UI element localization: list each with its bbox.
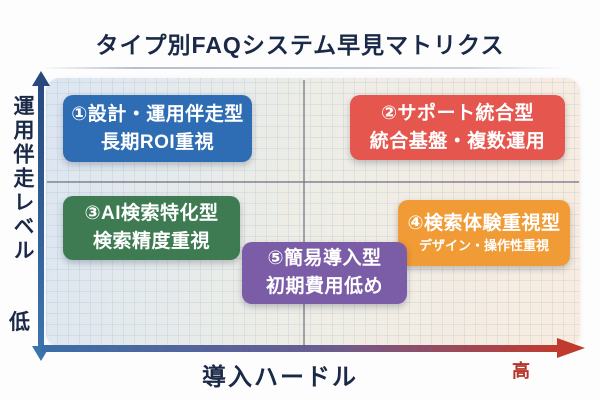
box-title: ①設計・運用伴走型 <box>71 103 244 125</box>
quadrant-divider-vertical <box>303 80 305 346</box>
box-title: ②サポート統合型 <box>380 102 535 124</box>
matrix-box-search-experience-type: ④検索体験重視型 デザイン・操作性重視 <box>398 200 570 266</box>
x-axis-high-label: 高 <box>512 361 530 381</box>
box-subtitle: 初期費用低め <box>265 276 383 297</box>
matrix-box-ai-search-type: ③AI検索特化型 検索精度重視 <box>63 196 240 260</box>
box-title: ⑤簡易導入型 <box>267 248 382 270</box>
box-title: ④検索体験重視型 <box>407 212 561 234</box>
matrix-box-design-operation-type: ①設計・運用伴走型 長期ROI重視 <box>63 95 252 162</box>
x-axis-arrow-right-icon <box>557 338 585 358</box>
quadrant-divider-horizontal <box>47 181 579 183</box>
y-axis-line <box>38 84 44 348</box>
y-axis-low-label: 低 <box>9 311 30 334</box>
title-divider <box>40 67 565 69</box>
box-subtitle: 長期ROI重視 <box>100 131 215 153</box>
x-axis-label: 導入ハードル <box>202 364 358 391</box>
box-title: ③AI検索特化型 <box>84 203 219 225</box>
box-subtitle: デザイン・操作性重視 <box>418 238 549 254</box>
box-subtitle: 統合基盤・複数運用 <box>369 130 546 152</box>
x-axis-line <box>41 345 559 352</box>
box-subtitle: 検索精度重視 <box>92 231 210 252</box>
matrix-box-easy-install-type: ⑤簡易導入型 初期費用低め <box>242 242 407 304</box>
y-axis-label: 運用伴走レベル <box>11 95 34 263</box>
page-title: タイプ別FAQシステム早見マトリクス <box>95 32 505 58</box>
matrix-box-support-integrated-type: ②サポート統合型 統合基盤・複数運用 <box>350 95 565 160</box>
y-axis-arrow-up-icon <box>32 71 50 86</box>
